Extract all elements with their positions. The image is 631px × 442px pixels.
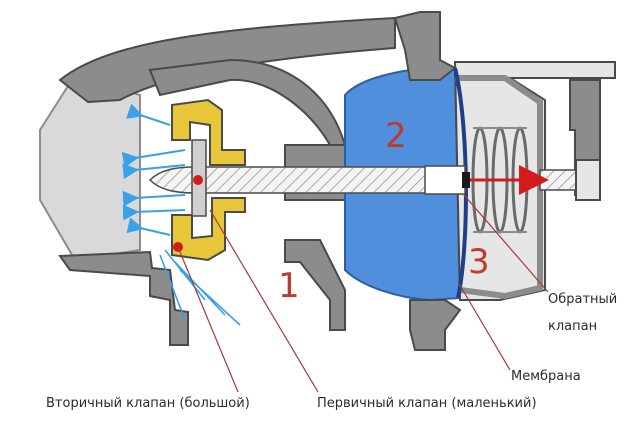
secondary-valve-bottom — [171, 197, 246, 262]
primary-valve-label: Первичный клапан (маленький) — [317, 396, 537, 411]
lower-housing-inner — [284, 239, 346, 331]
screw-nut — [575, 159, 601, 201]
adjusting-screw — [539, 169, 581, 191]
chamber-number-three: 3 — [468, 242, 490, 282]
chamber-number-one: 1 — [278, 266, 300, 306]
check-valve-label-line1: Обратный — [548, 292, 618, 307]
spring-housing-wall — [455, 75, 543, 300]
chamber-number-two: 2 — [385, 116, 407, 156]
leader-lines — [177, 194, 549, 393]
left-flange — [393, 11, 457, 81]
check-valve-label-line2: клапан — [548, 319, 598, 334]
secondary-valve-top — [171, 98, 246, 166]
lower-housing — [58, 250, 189, 346]
check-valve-body — [424, 165, 466, 195]
stem-dot — [193, 175, 203, 185]
left-flange-bottom — [409, 299, 462, 351]
check-valve-seat — [462, 172, 470, 188]
secondary-valve-label: Вторичный клапан (большой) — [46, 396, 250, 411]
membrane-label: Мембрана — [511, 369, 581, 384]
flow-arrows — [121, 103, 241, 326]
